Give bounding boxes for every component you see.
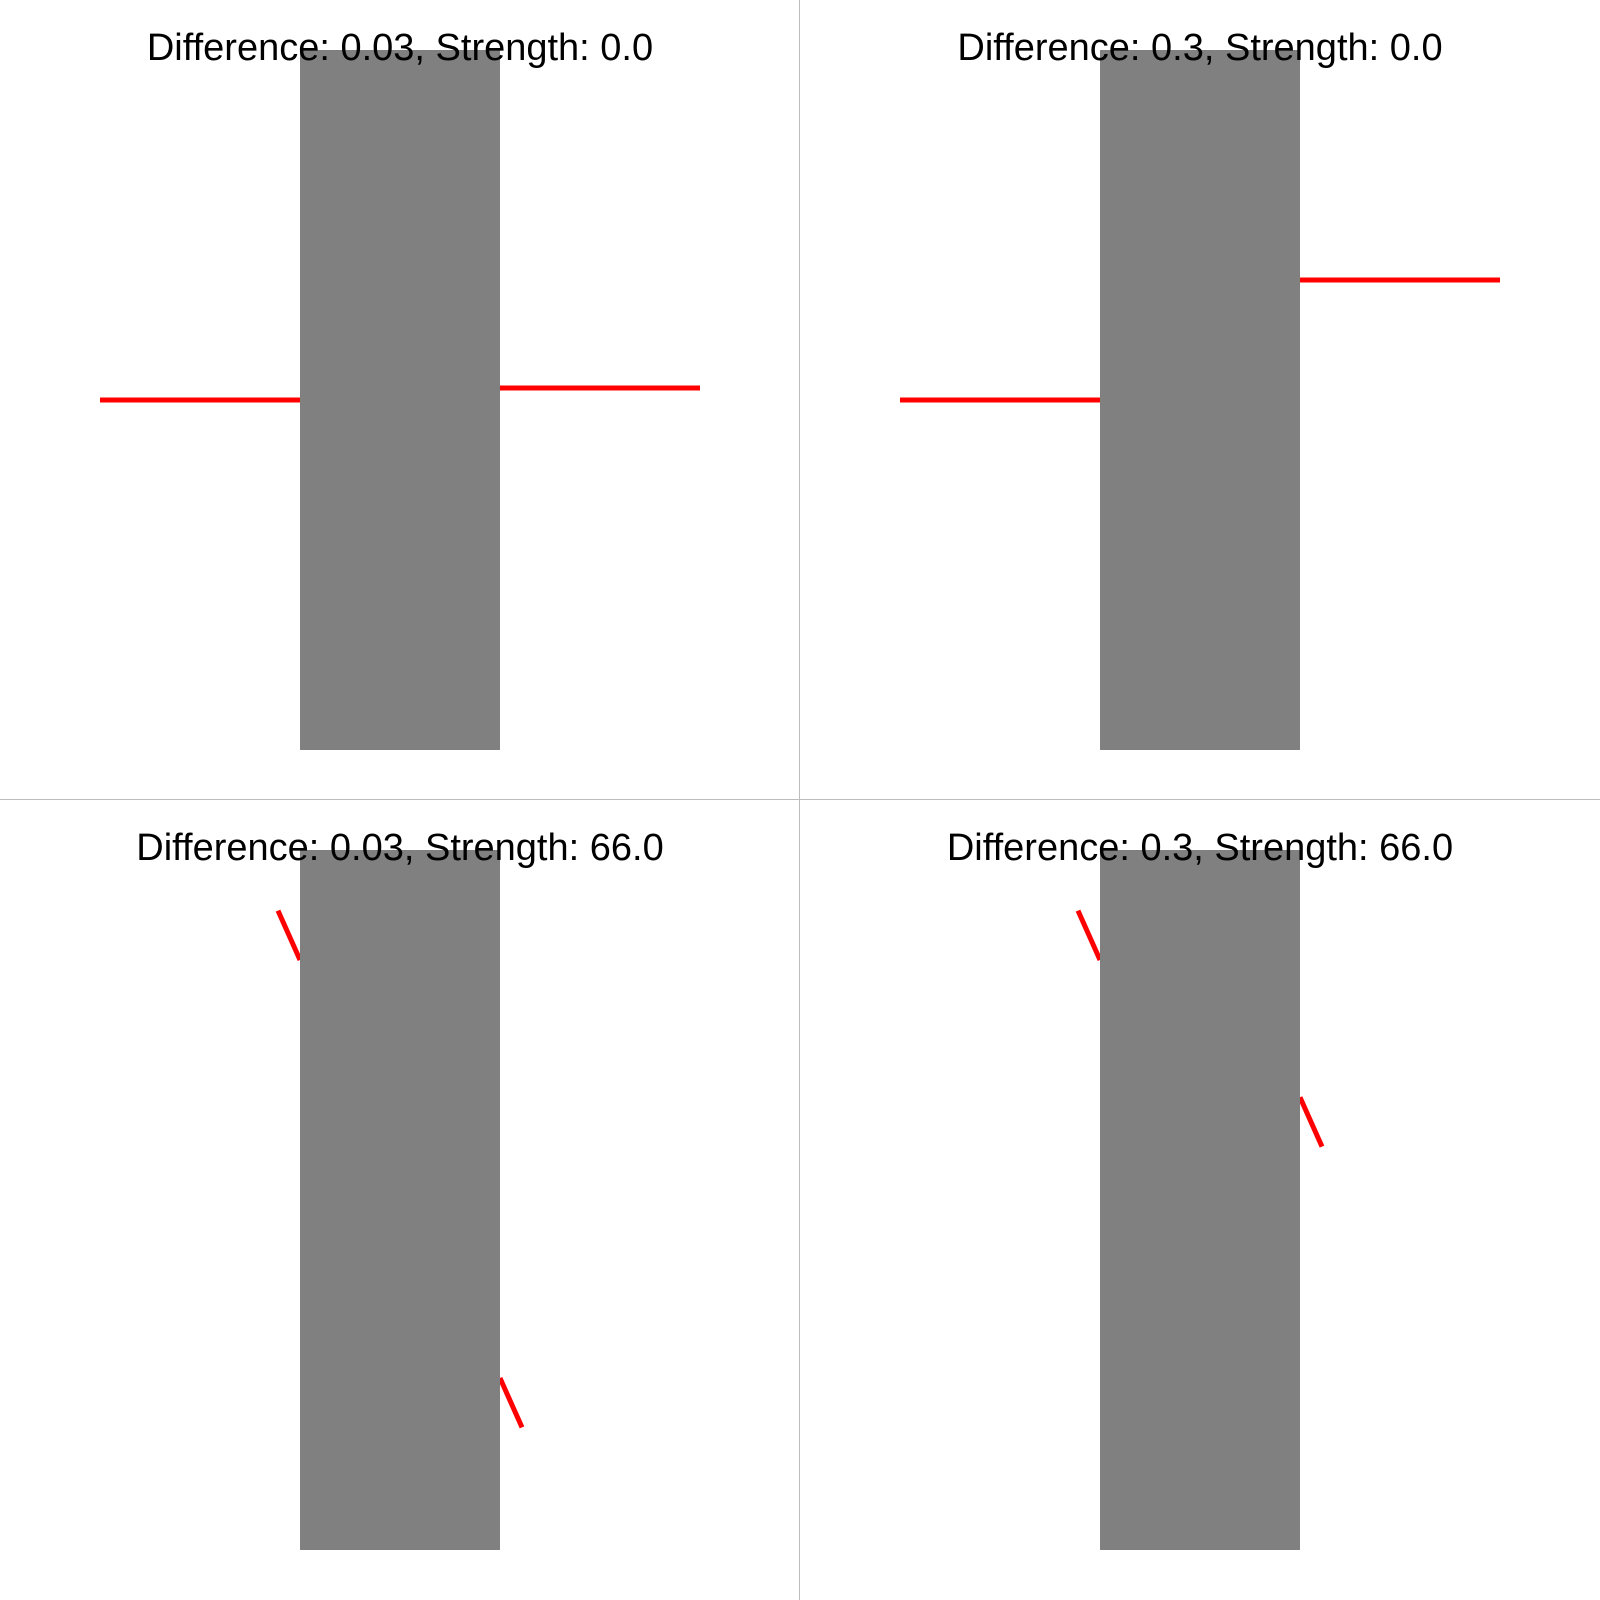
red-line-left-segment <box>1075 909 1103 962</box>
red-line-right-segment <box>497 1376 525 1429</box>
gray-occluder-rect <box>1100 50 1300 750</box>
panel-drawing <box>900 50 1500 750</box>
panel-top-left: Difference: 0.03, Strength: 0.0 <box>0 0 800 800</box>
panel-drawing <box>1075 850 1325 1550</box>
panel-bottom-left: Difference: 0.03, Strength: 66.0 <box>0 800 800 1600</box>
panel-drawing <box>275 850 525 1550</box>
panel-bottom-right: Difference: 0.3, Strength: 66.0 <box>800 800 1600 1600</box>
vertical-divider <box>799 0 800 1600</box>
horizontal-divider <box>0 799 1600 800</box>
gray-occluder-rect <box>1100 850 1300 1550</box>
gray-occluder-rect <box>300 50 500 750</box>
gray-occluder-rect <box>300 850 500 1550</box>
panel-drawing <box>100 50 700 750</box>
panel-top-right: Difference: 0.3, Strength: 0.0 <box>800 0 1600 800</box>
red-line-right-segment <box>1297 1096 1325 1148</box>
red-line-left-segment <box>275 909 303 962</box>
